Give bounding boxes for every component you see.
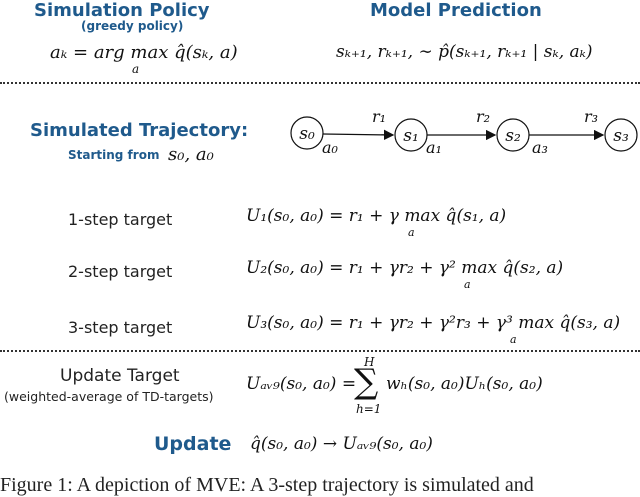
simulation-policy-subtitle: (greedy policy) [81,19,184,33]
state-node-0 [290,116,324,150]
reward-label-1: r₁ [372,107,386,126]
update-label: Update [154,433,232,455]
trajectory-start-label: Starting from [68,148,160,162]
state-label-0: s₀ [299,124,315,144]
target-formula-3: U₃(s₀, a₀) = r₁ + γr₂ + γ²r₃ + γ³ max q̂… [246,313,621,333]
state-node-3 [604,118,638,152]
update-formula: q̂(s₀, a₀) → Uₐᵥ₉(s₀, a₀) [250,434,433,454]
target-label-3: 3-step target [68,318,173,337]
transition-arrow-1 [322,129,395,141]
state-label-3: s₃ [613,126,629,146]
update-target-sum-top: H [364,355,375,369]
model-prediction-title: Model Prediction [370,0,542,21]
trajectory-diagram: s₀ s₁ s₂ s₃ r₁ r₂ r₃ a₀ a₁ a₃ [290,107,638,157]
target-label-2: 2-step target [68,262,173,281]
simulation-policy-formula: aₖ = arg max q̂(sₖ, a) [50,42,238,63]
simulation-policy-title: Simulation Policy [34,0,210,21]
reward-label-2: r₂ [476,107,490,126]
update-target-lhs: Uₐᵥ₉(s₀, a₀) = [246,374,357,394]
divider-top [0,82,640,84]
divider-bottom [0,350,640,352]
target-formula-1-sub: a [408,226,415,239]
update-target-sublabel: (weighted-average of TD-targets) [4,389,214,404]
update-target-label: Update Target [60,366,180,386]
reward-label-3: r₃ [584,107,598,126]
state-label-1: s₁ [403,126,419,146]
update-target-sum-symbol: ∑ [354,362,379,402]
figure-caption: Figure 1: A depiction of MVE: A 3-step t… [0,474,534,496]
action-label-1: a₁ [426,138,442,157]
target-formula-2-sub: a [464,278,471,291]
trajectory-title: Simulated Trajectory: [30,120,249,141]
simulation-policy-formula-sub: a [132,62,140,76]
state-label-2: s₂ [505,126,521,146]
model-prediction-formula: sₖ₊₁, rₖ₊₁, ∼ p̂(sₖ₊₁, rₖ₊₁ | sₖ, aₖ) [336,42,593,62]
trajectory-start-formula: s₀, a₀ [168,144,214,165]
action-label-2: a₃ [532,138,548,157]
target-formula-2: U₂(s₀, a₀) = r₁ + γr₂ + γ² max q̂(s₂, a) [246,258,564,278]
update-target-sum-bottom: h=1 [356,402,382,416]
target-formula-3-sub: a [510,333,517,346]
update-target-rhs: wₕ(s₀, a₀)Uₕ(s₀, a₀) [386,374,543,394]
action-label-0: a₀ [322,138,339,157]
target-formula-1: U₁(s₀, a₀) = r₁ + γ max q̂(s₁, a) [246,206,507,226]
target-label-1: 1-step target [68,210,173,229]
